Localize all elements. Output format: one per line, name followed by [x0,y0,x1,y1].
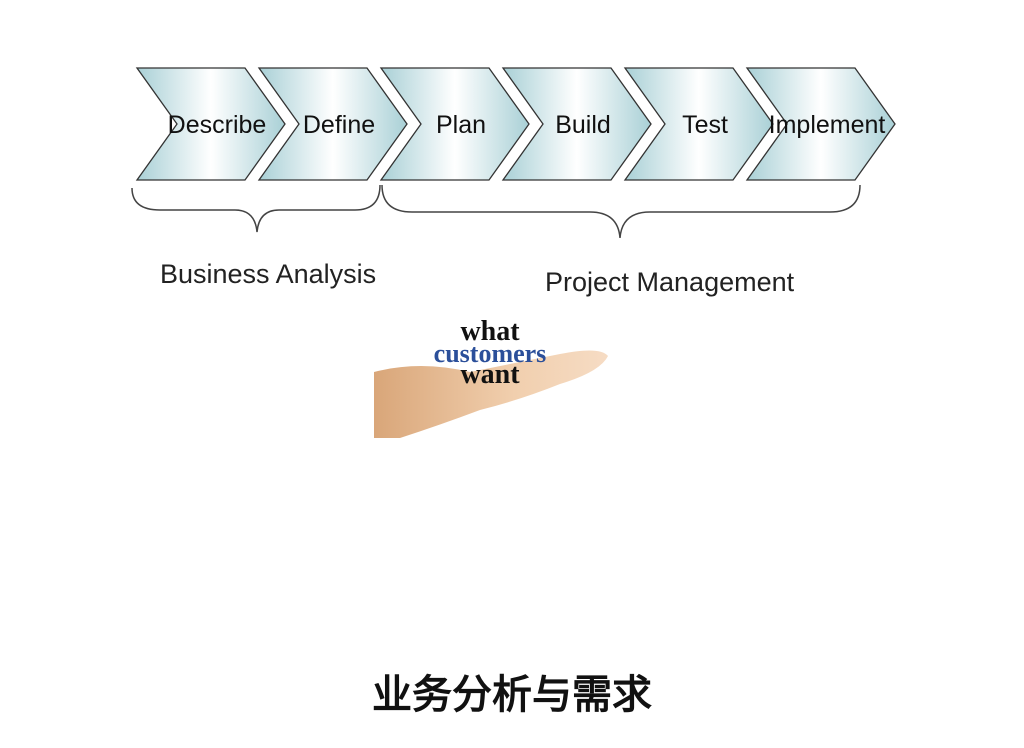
stage-label: Define [303,111,375,139]
hand-text-what: what [460,316,520,347]
chevron-plan [379,67,530,181]
hand-text-customers: customers [434,339,547,368]
stage-label: Build [555,111,611,139]
stage-label: Test [682,111,728,139]
customers-hand-image: what customers want [374,316,608,438]
stage-label: Implement [769,111,886,139]
hand-icon [374,350,608,438]
brace-project-management [381,184,861,239]
chevron-build [501,67,652,181]
stage-label: Describe [168,111,267,139]
hand-text-want: want [460,359,520,390]
chevron-define [257,67,408,181]
brace-business-analysis [131,184,381,233]
group-label-business-analysis: Business Analysis [160,259,377,289]
stage-label: Plan [436,111,486,139]
chevron-describe [135,67,286,181]
chevron-implement [745,67,896,181]
group-label-project-management: Project Management [545,267,795,297]
chevron-test [623,67,774,181]
page-title: 业务分析与需求 [372,671,652,718]
